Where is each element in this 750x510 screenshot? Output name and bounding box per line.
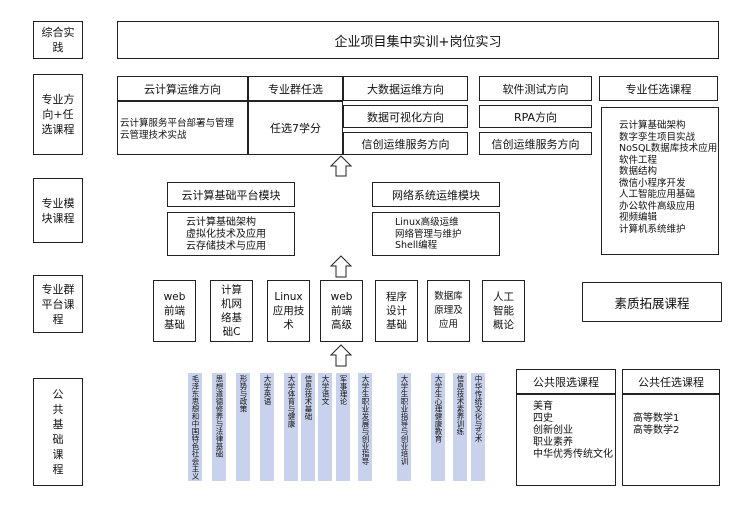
cloud-platform-module-list: 云计算基础架构 虚拟化技术及应用 云存储技术与应用 bbox=[167, 212, 295, 256]
major-elective-list: 云计算基础架构 数字孪生项目实战 NoSQL数据库技术应用 软件工程 数据结构 … bbox=[601, 107, 719, 255]
quality-expansion-box: 素质拓展课程 bbox=[582, 282, 722, 322]
row-label-public: 公共基础课程 bbox=[33, 378, 83, 486]
row-label-direction: 专业方向+任选课程 bbox=[33, 74, 83, 155]
public-course-4: 大学英语 bbox=[260, 373, 274, 481]
public-course-5: 大学体育与健康 bbox=[284, 373, 298, 481]
cloud-platform-module-title: 云计算基础平台模块 bbox=[167, 182, 295, 207]
platform-course-linux: Linux应用技术 bbox=[267, 280, 310, 342]
platform-course-programming: 程序设计基础 bbox=[375, 280, 418, 342]
platform-course-ai: 人工智能概论 bbox=[482, 280, 525, 342]
platform-course-database: 数据库原理及应用 bbox=[427, 280, 470, 342]
cloud-ops-direction-desc: 云计算服务平台部署与管理 云管理技术实战 bbox=[117, 101, 248, 155]
public-elective-title: 公共任选课程 bbox=[622, 369, 720, 394]
bigdata-direction-item-2: 信创运维服务方向 bbox=[343, 132, 468, 155]
row-label-platform: 专业群平台课程 bbox=[33, 275, 83, 333]
cloud-ops-direction-title: 云计算运维方向 bbox=[117, 76, 248, 101]
network-module-title: 网络系统运维模块 bbox=[372, 182, 500, 207]
group-elective-desc: 任选7学分 bbox=[248, 101, 343, 155]
group-elective-title: 专业群任选 bbox=[248, 76, 343, 101]
testing-direction-title: 软件测试方向 bbox=[479, 76, 592, 101]
up-arrow-bottom bbox=[329, 344, 353, 367]
public-course-2: 思想道德修养与法律基础 bbox=[212, 373, 226, 481]
public-elective-list: 高等数学1 高等数学2 bbox=[622, 394, 720, 486]
major-elective-title: 专业任选课程 bbox=[599, 76, 718, 101]
network-module-list: Linux高级运维 网络管理与维护 Shell编程 bbox=[372, 212, 500, 256]
bigdata-direction-item-1: 数据可视化方向 bbox=[343, 105, 468, 128]
public-limited-list: 美育 四史 创新创业 职业素养 中华优秀传统文化 bbox=[516, 394, 616, 486]
row-label-practice: 综合实践 bbox=[33, 21, 83, 59]
public-course-12: 信息技术素养训练 bbox=[453, 373, 467, 481]
bigdata-direction-title: 大数据运维方向 bbox=[343, 76, 468, 101]
public-course-10: 大学生职业指导与创业培训 bbox=[397, 373, 411, 481]
public-course-13: 中华传统文化与艺术 bbox=[471, 373, 485, 481]
public-limited-title: 公共限选课程 bbox=[516, 369, 616, 394]
up-arrow-top bbox=[329, 155, 353, 177]
public-course-11: 大学生心理健康教育 bbox=[431, 373, 445, 481]
public-course-8: 军事理论 bbox=[336, 373, 350, 481]
public-course-7: 大学语文 bbox=[318, 373, 332, 481]
public-course-3: 形势与政策 bbox=[236, 373, 250, 481]
platform-course-network-basic: 计算机网络基础C bbox=[210, 280, 253, 342]
testing-direction-item-1: RPA方向 bbox=[479, 105, 592, 128]
enterprise-project-box: 企业项目集中实训+岗位实习 bbox=[117, 21, 719, 59]
testing-direction-item-2: 信创运维服务方向 bbox=[479, 132, 592, 155]
platform-course-web-advanced: web前端高级 bbox=[320, 280, 363, 342]
platform-course-web-basic: web前端基础 bbox=[153, 280, 196, 342]
public-course-9: 大学生职业发展与创业指导 bbox=[358, 373, 372, 481]
public-course-6: 信息技术基础 bbox=[301, 373, 315, 481]
public-course-1: 毛泽东思想和中国特色社会主义理论体系概论 bbox=[188, 373, 202, 481]
up-arrow-middle bbox=[329, 255, 353, 278]
row-label-module: 专业模块课程 bbox=[33, 178, 83, 243]
